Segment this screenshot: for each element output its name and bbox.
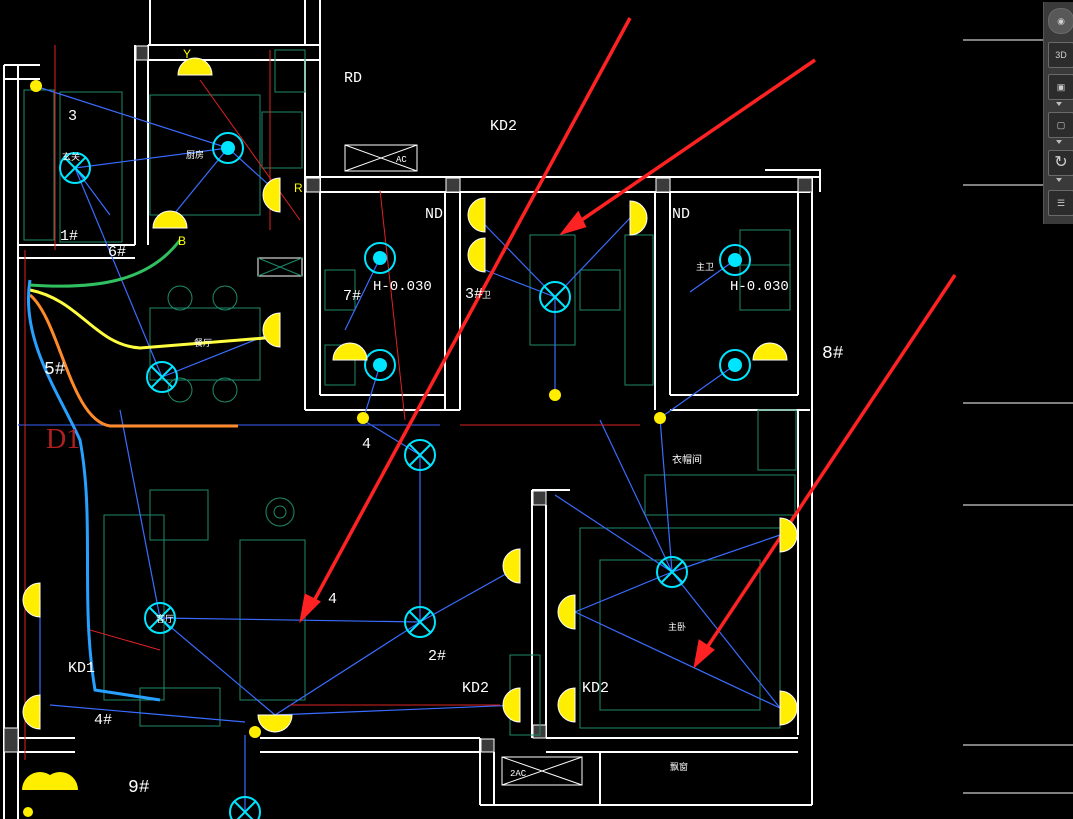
switch-icon: [30, 80, 42, 92]
switch-icon: [549, 389, 561, 401]
orbit-icon[interactable]: ↻: [1048, 150, 1073, 176]
chandelier-icon: [22, 772, 78, 817]
switch-icon: [249, 726, 261, 738]
downlight-icon: [719, 349, 751, 381]
wall-lamp-icon: [22, 582, 41, 618]
ceiling-light-icon: [539, 281, 571, 313]
room-bath: 主卫: [696, 261, 714, 273]
wall-lamp-icon: [779, 690, 798, 726]
wall-lamp-icon: [629, 200, 648, 236]
red-cad-lines: [24, 45, 640, 760]
top-view-icon[interactable]: ▢: [1048, 112, 1073, 138]
wall-lamp-icon: [502, 687, 521, 723]
label-nd-left: ND: [425, 206, 443, 223]
wall-lamp-icon: [262, 312, 281, 348]
navigation-toolbar: ◉ 3D ▣ ▢ ↻ ☰: [1043, 2, 1073, 224]
label-kd2-top: KD2: [490, 118, 517, 135]
wall-lamp-icon: [779, 517, 798, 553]
cube-3d-icon[interactable]: 3D: [1048, 42, 1073, 68]
label-h-right: H-0.030: [730, 279, 789, 295]
top-view-dropdown-icon[interactable]: [1056, 140, 1062, 144]
wall-lamp-icon: [177, 57, 213, 76]
downlight-icon: [364, 349, 396, 381]
front-view-dropdown-icon[interactable]: [1056, 102, 1062, 106]
room-balcony: 玄关: [62, 151, 80, 163]
wall-lamp-icon: [262, 177, 281, 213]
downlight-icon: [212, 132, 244, 164]
switch-icon: [357, 412, 369, 424]
label-num-1: 1#: [60, 228, 78, 245]
label-r: R: [294, 181, 303, 195]
wall-lamp-icon: [152, 210, 188, 229]
wall-lamp-icon: [467, 237, 486, 273]
label-ac-top: AC: [396, 155, 407, 165]
label-num-3b: 3#: [465, 286, 483, 303]
wall-lamp-icon: [502, 548, 521, 584]
dimension-lines: [963, 39, 1073, 794]
ac-units: [257, 144, 583, 786]
ceiling-light-icon: [146, 361, 178, 393]
downlight-icon: [719, 244, 751, 276]
labels: RD KD2 ND ND H-0.030 H-0.030 3 6# 1# 5# …: [44, 47, 844, 798]
label-num-4c: 4#: [94, 712, 112, 729]
label-rd: RD: [344, 70, 362, 87]
label-num-2: 2#: [428, 648, 446, 665]
wall-columns: [3, 45, 813, 753]
wall-lamp-icon: [557, 594, 576, 630]
label-num-6: 6#: [108, 244, 126, 261]
label-kd1: KD1: [68, 660, 95, 677]
downlight-icon: [364, 242, 396, 274]
label-num-8: 8#: [822, 344, 844, 364]
light-fixtures: [59, 132, 751, 819]
room-dining: 餐厅: [194, 337, 212, 349]
label-num-5: 5#: [44, 360, 66, 380]
label-kd2-b: KD2: [582, 680, 609, 697]
label-d1: D1: [46, 424, 80, 455]
front-view-icon[interactable]: ▣: [1048, 74, 1073, 100]
label-num-7: 7#: [343, 288, 361, 305]
ceiling-light-icon: [656, 556, 688, 588]
wall-lamp-icon: [22, 694, 41, 730]
wall-lamp-icon: [752, 342, 788, 361]
navigation-wheel-icon[interactable]: ◉: [1048, 8, 1073, 34]
wall-lamps: [22, 57, 798, 817]
label-kd2-a: KD2: [462, 680, 489, 697]
label-h-left: H-0.030: [373, 279, 432, 295]
label-num-3: 3: [68, 108, 77, 125]
label-nd-right: ND: [672, 206, 690, 223]
wall-lamp-icon: [257, 714, 293, 733]
label-num-4a: 4: [362, 436, 371, 453]
wiring: [18, 85, 781, 812]
ceiling-light-icon: [404, 606, 436, 638]
label-num-4b: 4: [328, 591, 337, 608]
ceiling-light-icon: [144, 602, 176, 634]
label-ac-bottom: 2AC: [510, 769, 527, 779]
switch-icon: [654, 412, 666, 424]
room-bay: 飘窗: [670, 761, 688, 773]
room-bath2: 卫: [482, 291, 491, 301]
ceiling-light-icon: [59, 152, 91, 184]
feed-wires: [27, 239, 266, 702]
orbit-dropdown-icon[interactable]: [1056, 178, 1062, 182]
wall-lamp-icon: [332, 342, 368, 361]
label-b: B: [178, 234, 186, 248]
room-kitchen: 厨房: [186, 149, 204, 161]
room-cloak: 衣帽间: [672, 453, 702, 466]
ceiling-light-icon: [404, 439, 436, 471]
label-num-9: 9#: [128, 778, 150, 798]
properties-icon[interactable]: ☰: [1048, 190, 1073, 216]
room-living: 客厅: [156, 613, 174, 625]
wall-lamp-icon: [467, 197, 486, 233]
red-arrows: [299, 17, 957, 669]
label-y: Y: [183, 47, 191, 61]
furniture: [23, 49, 797, 736]
wall-lamp-icon: [557, 687, 576, 723]
walls: [3, 0, 821, 819]
room-master: 主卧: [668, 621, 686, 633]
